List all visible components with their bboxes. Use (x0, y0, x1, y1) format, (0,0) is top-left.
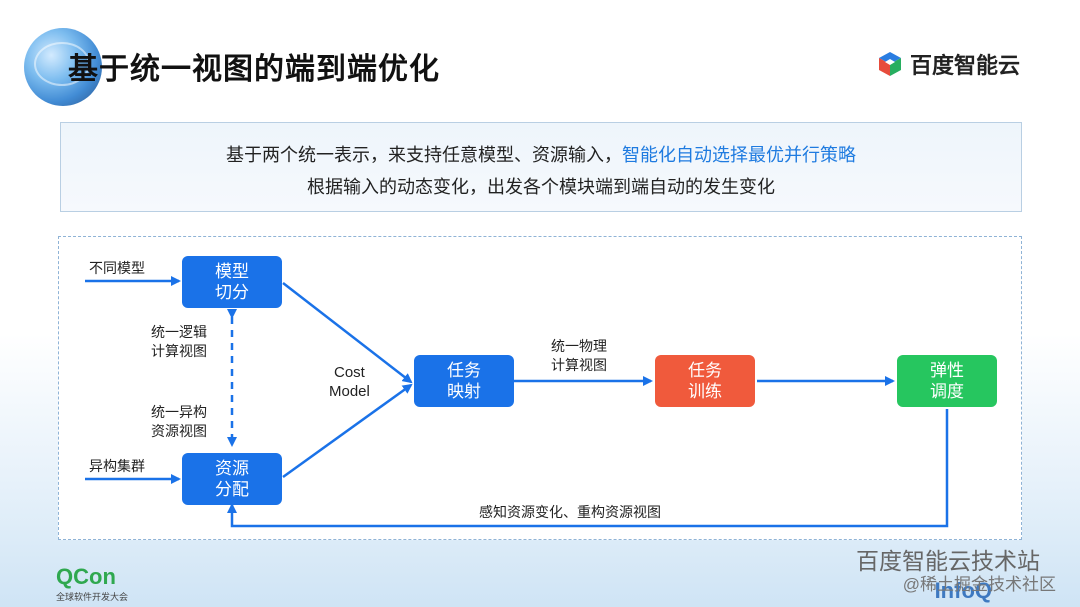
summary-highlight: 智能化自动选择最优并行策略 (622, 145, 856, 165)
brand-name: 百度智能云 (909, 53, 1020, 78)
summary-line-2: 根据输入的动态变化，出发各个模块端到端自动的发生变化 (307, 177, 775, 197)
arrow-resource-to-mapping (282, 383, 413, 479)
node-resource-alloc: 资源 分配 (182, 453, 282, 505)
cube-icon (878, 52, 901, 76)
node-model-split: 模型 切分 (182, 256, 282, 308)
flow-connectors (85, 276, 949, 528)
watermark-text-2: @稀土掘金技术社区 (902, 575, 1056, 594)
node-task-training: 任务 训练 (655, 355, 755, 407)
qcon-subtitle: 全球软件开发大会 (56, 592, 129, 602)
arrow-model-to-mapping (282, 282, 413, 384)
label-unified-physical-view: 统一物理 计算视图 (551, 338, 607, 373)
label-feedback: 感知资源变化、重构资源视图 (479, 504, 661, 520)
summary-line-1: 基于两个统一表示，来支持任意模型、资源输入，智能化自动选择最优并行策略 (61, 141, 1021, 167)
label-unified-logical-view: 统一逻辑 计算视图 (151, 324, 207, 359)
node-task-mapping: 任务 映射 (414, 355, 514, 407)
watermark-text: 百度智能云技术站 (856, 548, 1040, 574)
page-title: 基于统一视图的端到端优化 (68, 53, 440, 86)
label-hetero-cluster: 异构集群 (89, 458, 145, 474)
arrow-feedback-loop (227, 409, 949, 528)
infoq-logo: InfoQ (934, 578, 992, 603)
globe-logo (24, 28, 102, 106)
label-unified-hetero-view: 统一异构 资源视图 (151, 404, 207, 439)
label-different-models: 不同模型 (89, 260, 145, 276)
summary-box: 基于两个统一表示，来支持任意模型、资源输入，智能化自动选择最优并行策略 根据输入… (60, 122, 1022, 212)
label-cost-model: Cost Model (329, 364, 370, 400)
brand-logo: 百度智能云 (876, 48, 1020, 80)
flow-diagram: 模型 切分 资源 分配 任务 映射 任务 训练 弹性 调度 不同模型 异构集群 … (58, 236, 1022, 540)
node-elastic-scheduling: 弹性 调度 (897, 355, 997, 407)
summary-line-1-prefix: 基于两个统一表示，来支持任意模型、资源输入， (226, 145, 622, 165)
qcon-logo: QCon (56, 564, 116, 589)
